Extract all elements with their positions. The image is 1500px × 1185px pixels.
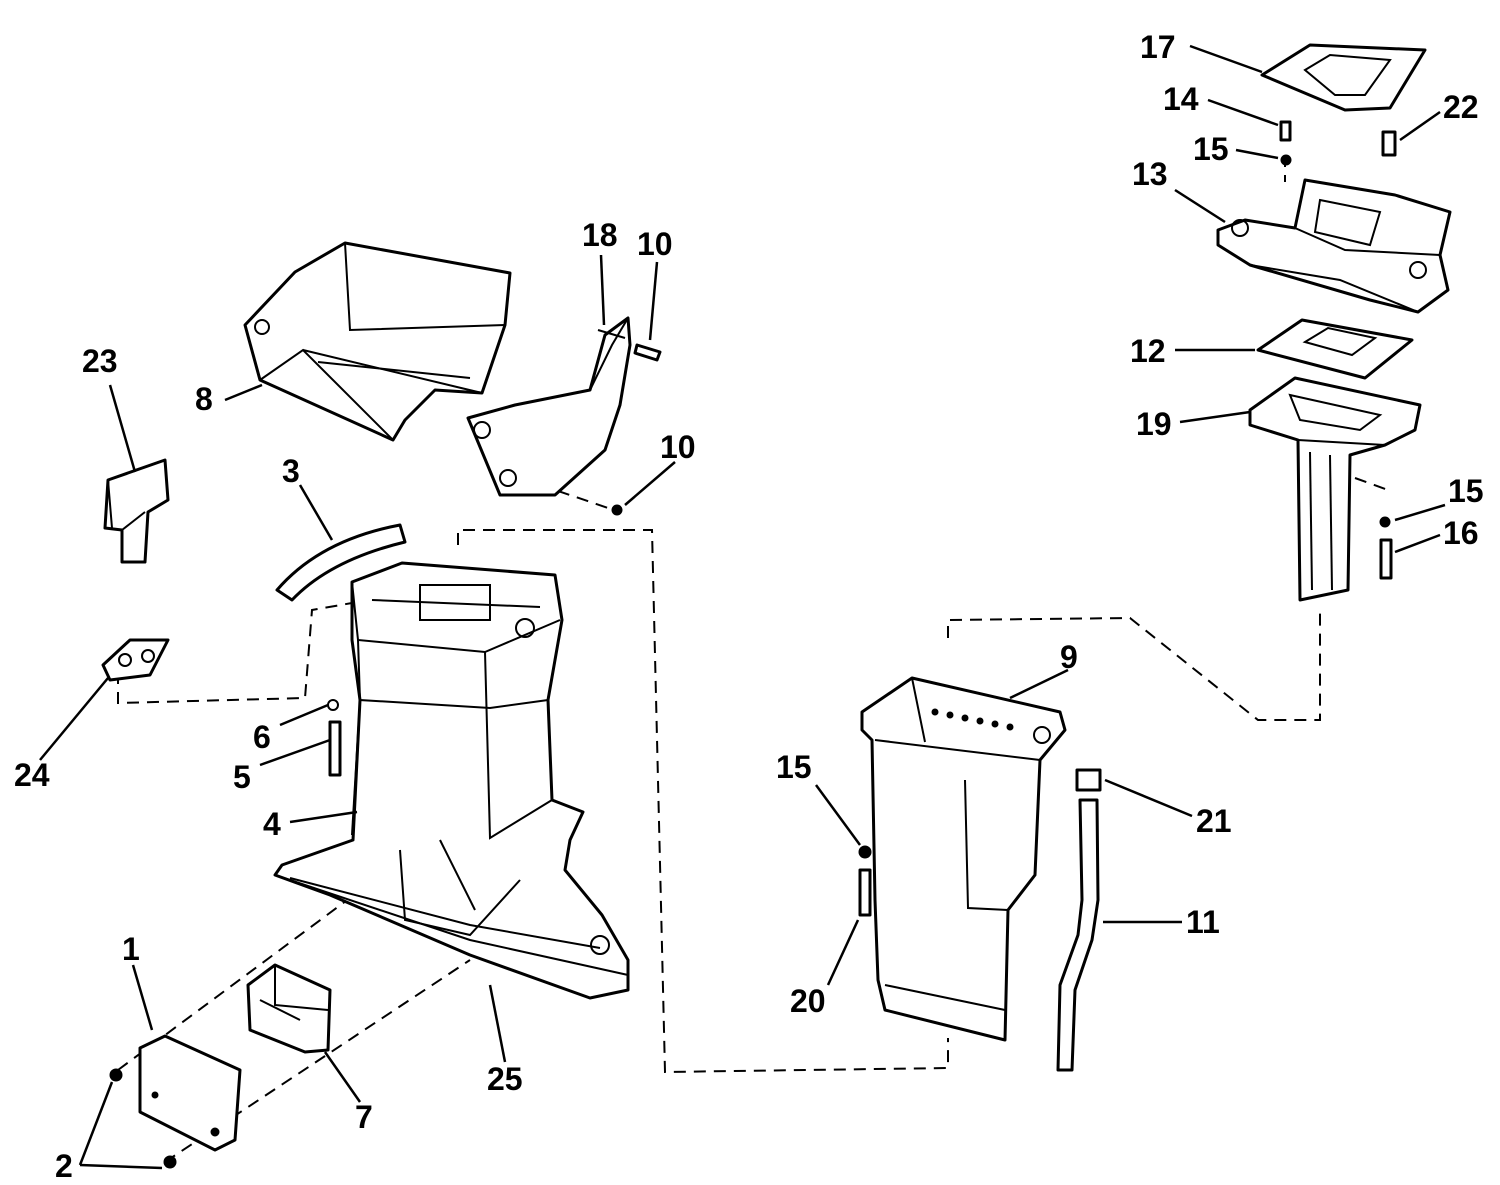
callout-8: 8 [195, 381, 213, 417]
part-23-bracket [103, 458, 170, 564]
callout-16: 16 [1443, 515, 1479, 551]
part-18-shroud [466, 316, 632, 497]
callout-23: 23 [82, 343, 118, 379]
callout-21: 21 [1196, 803, 1232, 839]
callout-18: 18 [582, 217, 618, 253]
callout-6: 6 [253, 719, 271, 755]
part-9-inner-housing [860, 676, 1067, 1042]
callout-1: 1 [122, 931, 140, 967]
callout-2: 2 [55, 1148, 73, 1184]
callout-14: 14 [1163, 81, 1199, 117]
part-21-grommet [1075, 768, 1102, 792]
callout-11: 11 [1186, 904, 1220, 940]
callout-3: 3 [282, 453, 300, 489]
part-4-housing [273, 561, 630, 1000]
callout-15-right: 15 [1448, 473, 1484, 509]
callout-22: 22 [1443, 89, 1479, 125]
part-8-shroud [243, 241, 512, 442]
part-19-adapter [1248, 376, 1422, 602]
part-11-tube [1056, 798, 1100, 1072]
callouts: 17 14 15 22 13 12 19 15 16 9 21 11 15 20… [14, 29, 1484, 1184]
part-3-seal [275, 523, 407, 602]
callout-12: 12 [1130, 333, 1166, 369]
callout-9: 9 [1060, 639, 1078, 675]
callout-10-upper: 10 [637, 226, 673, 262]
callout-19: 19 [1136, 406, 1172, 442]
hardware [109, 120, 1397, 1169]
callout-17: 17 [1140, 29, 1176, 65]
callout-5: 5 [233, 759, 251, 795]
callout-15-top: 15 [1193, 131, 1229, 167]
callout-25: 25 [487, 1061, 523, 1097]
part-7-block [246, 963, 332, 1054]
callout-4: 4 [263, 806, 281, 842]
callout-15-lower: 15 [776, 749, 812, 785]
callout-13: 13 [1132, 156, 1168, 192]
leader-lines [39, 44, 1446, 1170]
callout-7: 7 [355, 1099, 373, 1135]
callout-10-lower: 10 [660, 429, 696, 465]
part-24-plate [101, 638, 170, 682]
callout-20: 20 [790, 983, 826, 1019]
part-12-gasket [1256, 318, 1414, 380]
part-1-cover [138, 1034, 242, 1152]
callout-24: 24 [14, 757, 50, 793]
part-17-gasket [1260, 43, 1427, 112]
part-13-adapter-plate [1216, 178, 1452, 314]
